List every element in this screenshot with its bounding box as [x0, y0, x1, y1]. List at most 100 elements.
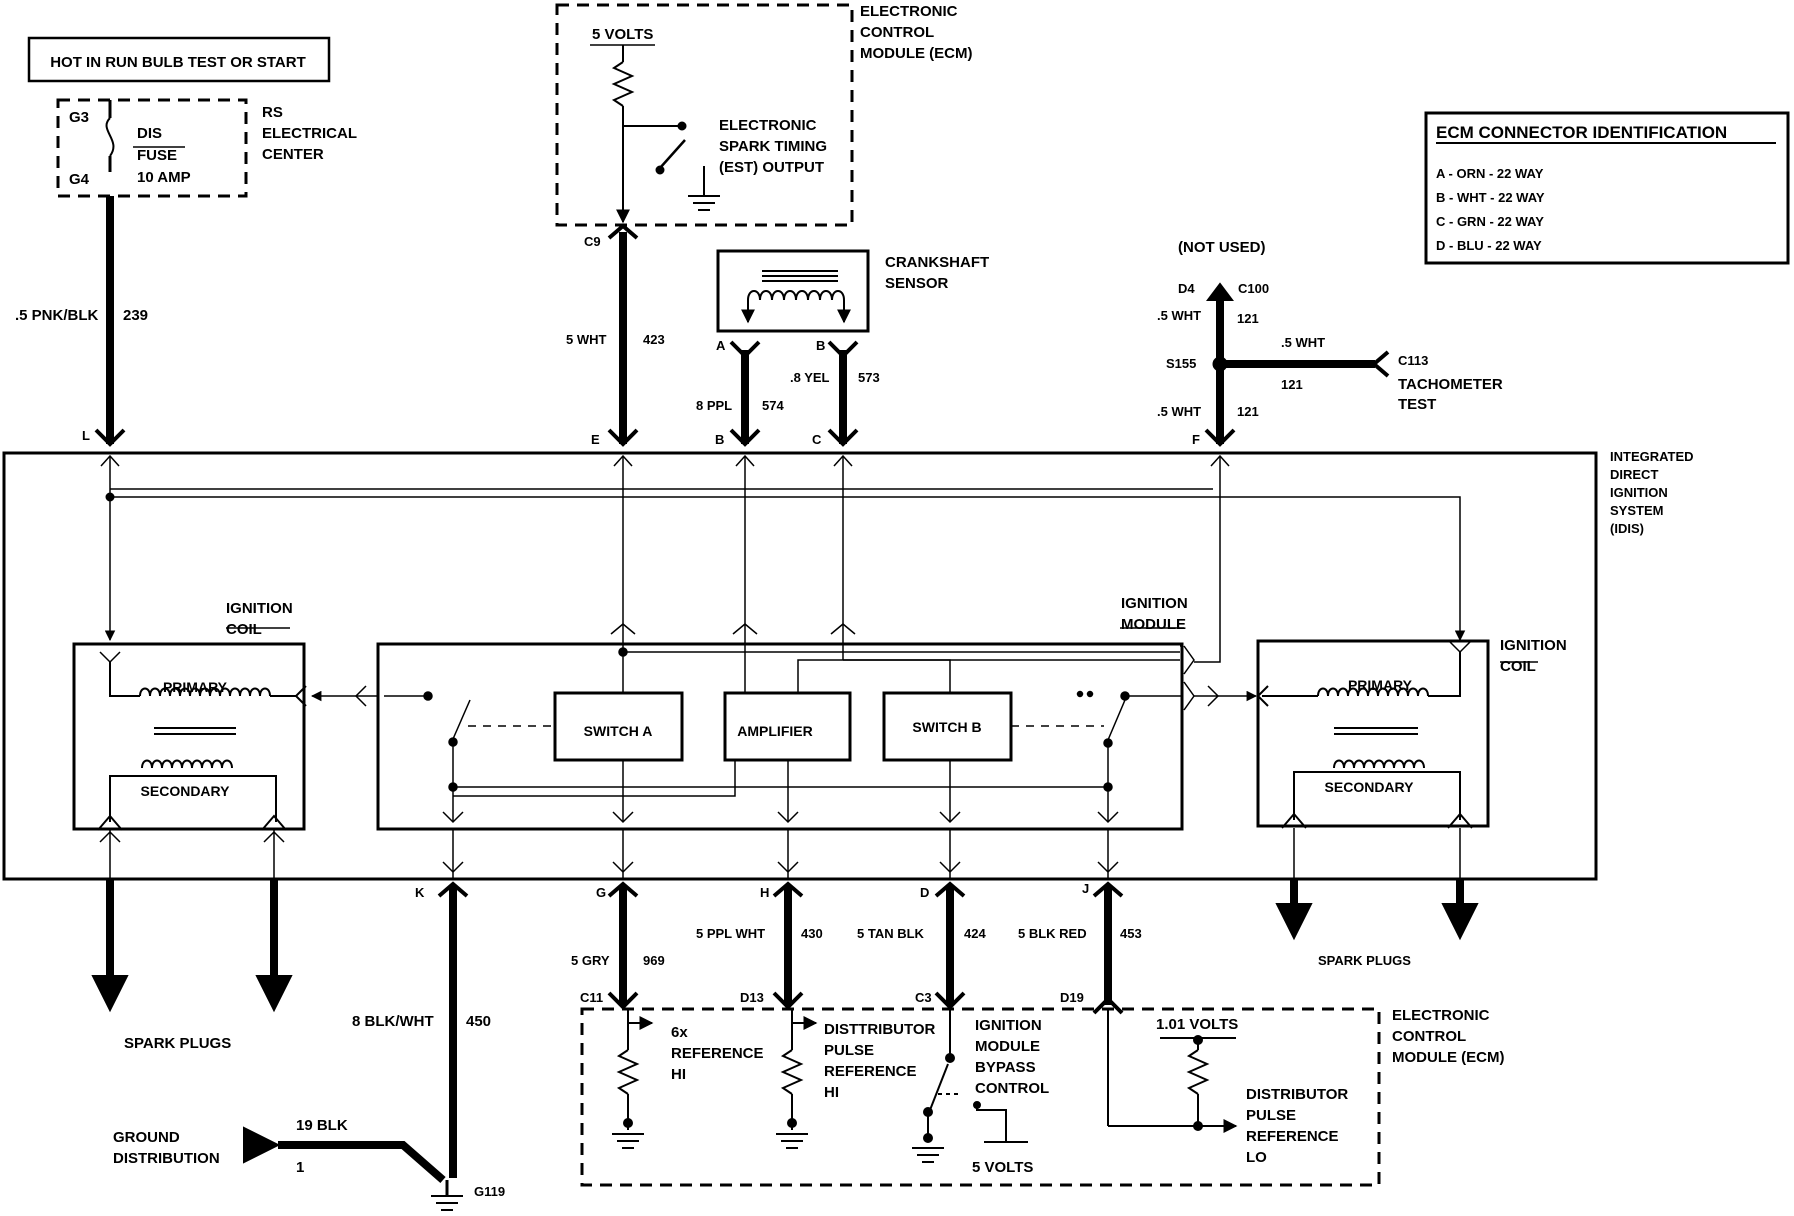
spark-plug-left-arrow-2: [255, 975, 293, 1013]
pin-b: B: [715, 432, 724, 447]
ecm-top-resistor-icon: [611, 61, 635, 107]
wire-430-gauge: 5 PPL WHT: [696, 926, 765, 941]
module-right-marks: [1183, 645, 1195, 711]
center-label-1: RS: [262, 104, 283, 121]
connector-id-row-a: A - ORN - 22 WAY: [1436, 166, 1544, 181]
crankshaft-label-1: CRANKSHAFT: [885, 254, 989, 271]
wire-423-circuit: 423: [643, 332, 665, 347]
tach-right-circuit: 121: [1281, 377, 1303, 392]
spark-plug-right-arrow-2: [1441, 903, 1479, 941]
amplifier-label[interactable]: AMPLIFIER: [737, 723, 812, 739]
ground-g119-icon: [431, 1195, 463, 1211]
ecm-top-switch-contact: [677, 121, 687, 131]
pin-e: E: [591, 432, 600, 447]
tach-splice: S155: [1166, 356, 1196, 371]
crankshaft-label-2: SENSOR: [885, 275, 949, 292]
est-output-3: (EST) OUTPUT: [719, 159, 824, 176]
idis-box: [2, 451, 1598, 881]
lo-4: LO: [1246, 1149, 1267, 1166]
wire-19-blk: [278, 1141, 446, 1184]
wire-453-circuit: 453: [1120, 926, 1142, 941]
connector-b: [729, 428, 761, 447]
ecm-bottom-c11: C11: [580, 990, 603, 1005]
ecm-bottom-d19: D19: [1060, 990, 1084, 1005]
switch-b-label[interactable]: SWITCH B: [912, 719, 981, 735]
connector-k: [437, 881, 469, 898]
fuse-terminal-g4: G4: [69, 171, 90, 188]
coil-left-title-1: IGNITION: [226, 600, 293, 617]
pin-k: K: [415, 885, 425, 900]
dpr-3: REFERENCE: [824, 1063, 917, 1080]
coil-right-primary-icon: [1256, 652, 1461, 735]
wire-423-gauge: 5 WHT: [566, 332, 607, 347]
connector-c: [827, 428, 859, 447]
tach-c100: C100: [1238, 281, 1269, 296]
ref-hi-circuit: [612, 1010, 654, 1149]
supply-box-label: HOT IN RUN BULB TEST OR START: [50, 54, 306, 71]
dpr-hi-circuit: [776, 1010, 818, 1149]
connector-j: [1092, 881, 1124, 898]
connector-a: [729, 340, 761, 359]
ecm-bottom-c3: C3: [915, 990, 932, 1005]
wire-573-gauge: .8 YEL: [790, 370, 830, 385]
coil-left-secondary: SECONDARY: [141, 783, 231, 799]
wire-239-circuit: 239: [123, 307, 148, 324]
module-internal-wiring: [384, 632, 1182, 822]
ground-g119-label: G119: [474, 1184, 505, 1199]
switch-a-box[interactable]: [553, 691, 684, 762]
idis-bottom-pins: [442, 829, 1119, 880]
spark-plugs-left-label: SPARK PLUGS: [124, 1035, 231, 1052]
wire-19-blk-gauge: 19 BLK: [296, 1117, 348, 1134]
ecm-top-voltage: 5 VOLTS: [592, 26, 653, 43]
ecm-top-title-1: ELECTRONIC: [860, 3, 958, 20]
arrow-d4: [1206, 282, 1234, 301]
wire-453-gauge: 5 BLK RED: [1018, 926, 1087, 941]
wire-574-circuit: 574: [762, 398, 784, 413]
spark-plugs-right-label: SPARK PLUGS: [1318, 953, 1411, 968]
fuse-rating: 10 AMP: [137, 169, 191, 186]
tach-down-gauge: .5 WHT: [1157, 404, 1201, 419]
ecm-top-title-2: CONTROL: [860, 24, 934, 41]
wire-969-gauge: 5 GRY: [571, 953, 610, 968]
wire-19-blk-circuit: 1: [296, 1159, 304, 1176]
connector-c3: [934, 991, 966, 1010]
coil-left-top-mark: [99, 651, 121, 664]
lo-1: DISTRIBUTOR: [1246, 1086, 1348, 1103]
pin-c: C: [812, 432, 822, 447]
tach-c113: C113: [1398, 353, 1428, 368]
coil-left-primary: PRIMARY: [163, 679, 228, 695]
fuse-icon: [105, 100, 115, 172]
est-switch-icon: [659, 139, 686, 169]
dpr-2: PULSE: [824, 1042, 874, 1059]
pin-g: G: [596, 885, 606, 900]
tach-test-2: TEST: [1398, 396, 1436, 413]
wire-969-circuit: 969: [643, 953, 665, 968]
ecm-top-title-3: MODULE (ECM): [860, 45, 973, 62]
est-output-2: SPARK TIMING: [719, 138, 827, 155]
ref-hi-3: HI: [671, 1066, 686, 1083]
connector-d19: [1092, 996, 1124, 1015]
dpr-4: HI: [824, 1084, 839, 1101]
tach-not-used: (NOT USED): [1178, 239, 1266, 256]
switch-a-label[interactable]: SWITCH A: [584, 723, 653, 739]
pin-f: F: [1192, 432, 1200, 447]
bypass-1: IGNITION: [975, 1017, 1042, 1034]
connector-id-title: ECM CONNECTOR IDENTIFICATION: [1436, 123, 1727, 142]
ground-distribution-arrow: [243, 1126, 281, 1164]
spark-plug-arrows-right: [1290, 879, 1464, 906]
module-bottom-marks: [442, 811, 1119, 824]
feed-c-mark: [830, 623, 856, 635]
coil-right-secondary: SECONDARY: [1325, 779, 1415, 795]
rs-electrical-center-box: [56, 98, 248, 198]
idis-label-4: SYSTEM: [1610, 503, 1663, 518]
module-title-1: IGNITION: [1121, 595, 1188, 612]
wire-424-gauge: 5 TAN BLK: [857, 926, 925, 941]
tach-test-1: TACHOMETER: [1398, 376, 1503, 393]
connector-c11: [607, 991, 639, 1010]
ground-distribution-1: GROUND: [113, 1129, 180, 1146]
tach-up-gauge: .5 WHT: [1157, 308, 1201, 323]
ignition-coil-right-box: [1256, 639, 1490, 828]
wire-450-circuit: 450: [466, 1013, 491, 1030]
coil-right-feed-mark: [1207, 685, 1220, 707]
pin-d: D: [920, 885, 929, 900]
